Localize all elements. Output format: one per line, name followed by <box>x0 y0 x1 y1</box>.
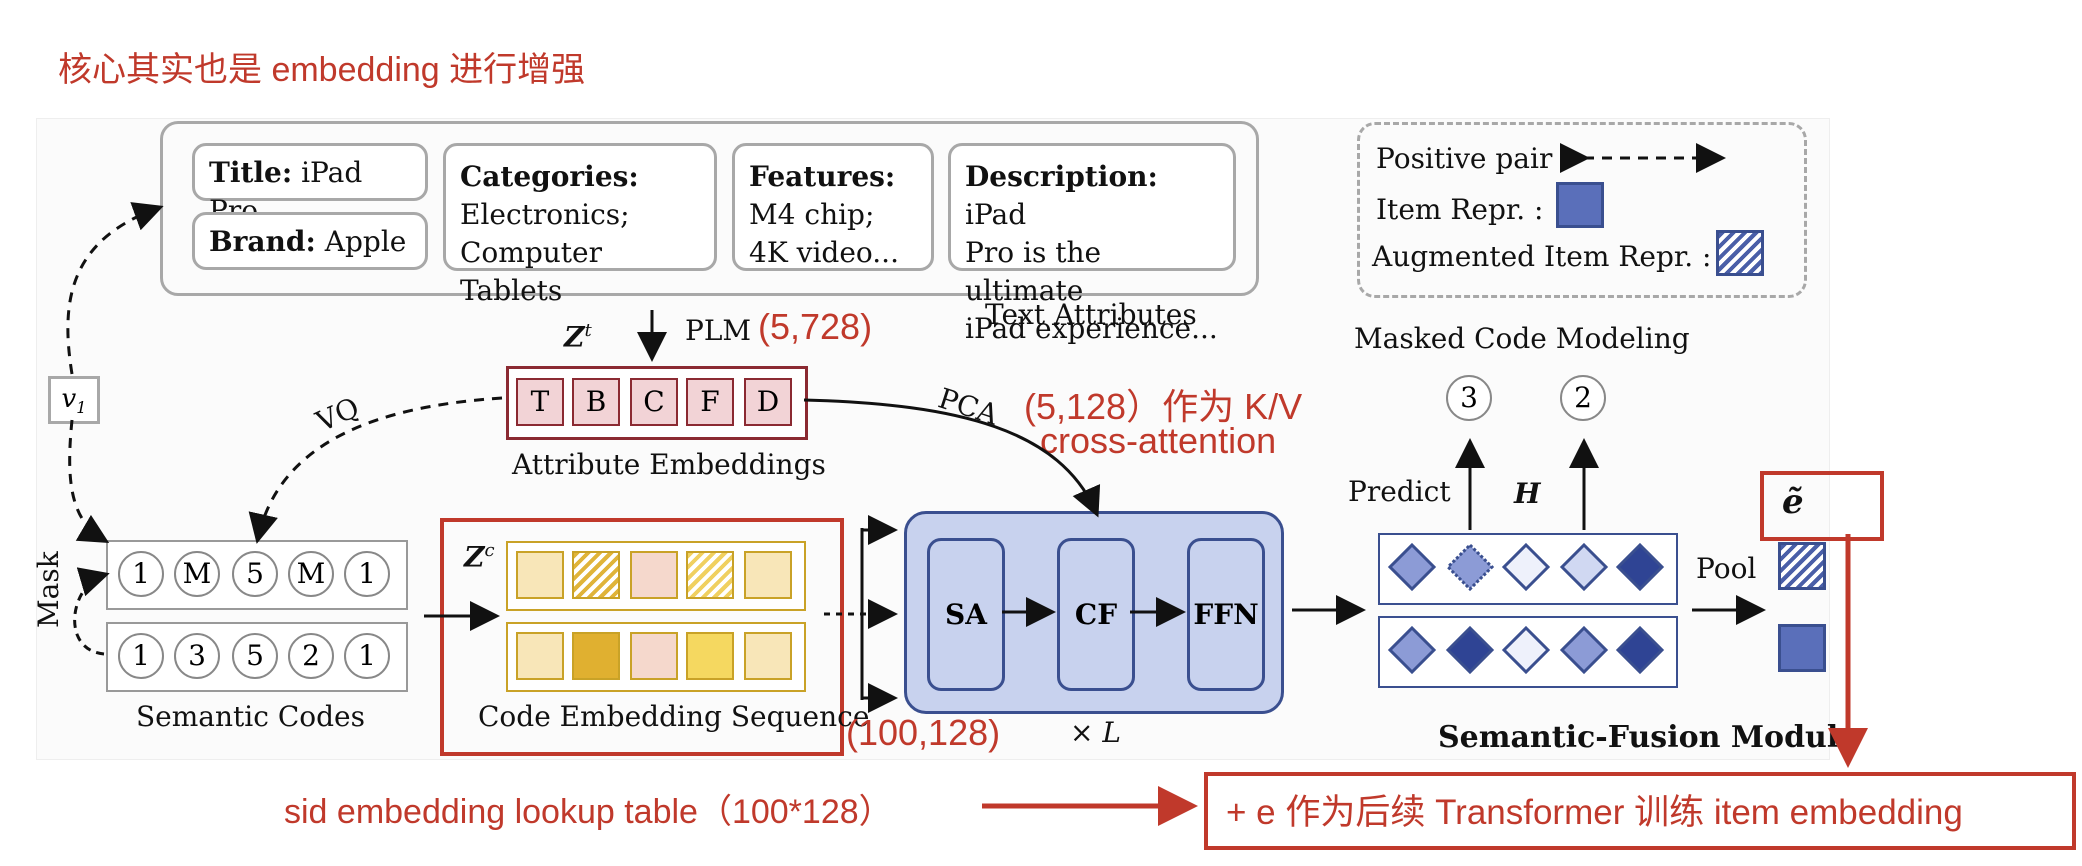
brand-attribute: Brand: Apple <box>192 212 428 270</box>
kv-annotation-line1: (5,128）作为 K/V <box>1024 386 1303 427</box>
final-annotation: + e 作为后续 Transformer 训练 item embedding <box>1226 793 1963 832</box>
semantic-codes-label: Semantic Codes <box>136 700 365 733</box>
code-embedding-highlight <box>440 518 844 756</box>
features-line1: M4 chip; <box>749 198 875 231</box>
ffn-unit: FFN <box>1187 538 1265 691</box>
description-attribute: Description: iPad Pro is the ultimate iP… <box>948 143 1236 345</box>
attribute-embeddings-label: Attribute Embeddings <box>512 448 826 481</box>
code-embedding-label: Code Embedding Sequence <box>478 700 870 733</box>
semantic-code: 2 <box>288 633 334 679</box>
legend-item-repr: Item Repr. : <box>1376 193 1544 226</box>
kv-annotation-line2: cross-attention <box>1040 420 1277 461</box>
legend-item-swatch <box>1556 182 1604 228</box>
masked-code: 5 <box>232 551 278 597</box>
categories-key: Categories: <box>460 160 639 193</box>
augmented-item-repr <box>1778 542 1826 590</box>
semantic-code: 1 <box>118 633 164 679</box>
semantic-fusion-module-label: Semantic-Fusion Module <box>1438 720 1858 755</box>
e-tilde-highlight <box>1760 471 1884 541</box>
v1-up-arrow <box>66 202 164 375</box>
attribute-token: D <box>744 378 792 426</box>
h-label: H <box>1514 477 1541 510</box>
description-line3: iPad experience... <box>965 312 1218 345</box>
embedding-cell <box>744 632 792 680</box>
predicted-code: 3 <box>1446 375 1492 421</box>
attribute-token: C <box>630 378 678 426</box>
embedding-cell <box>572 632 620 680</box>
attribute-token: B <box>572 378 620 426</box>
embedding-cell <box>630 632 678 680</box>
categories-attribute: Categories: Electronics; Computer Tablet… <box>443 143 717 307</box>
embedding-cell <box>630 551 678 599</box>
zt-label: Zt <box>564 320 592 354</box>
semantic-code: 3 <box>174 633 220 679</box>
code-shape-annotation: (100,128) <box>846 712 1001 753</box>
title-key: Title: <box>209 156 293 189</box>
text-attributes-label: Text Attributes <box>985 298 1197 331</box>
item-repr <box>1778 624 1826 672</box>
semantic-code: 1 <box>344 633 390 679</box>
final-annotation-box <box>1204 772 2076 850</box>
hidden-diamonds-bottom <box>1387 625 1665 675</box>
vq-arrow <box>248 396 503 544</box>
predicted-code: 2 <box>1560 375 1606 421</box>
categories-line2: Computer Tablets <box>460 236 602 307</box>
features-key: Features: <box>749 160 896 193</box>
cf-unit: CF <box>1057 538 1135 691</box>
pca-arrow <box>803 398 1101 518</box>
embedding-cell <box>516 551 564 599</box>
plm-shape-annotation: (5,728) <box>758 306 873 347</box>
lookup-annotation: sid embedding lookup table（100*128） <box>284 793 893 831</box>
embedding-cell <box>686 632 734 680</box>
embedding-cell-augmented <box>572 551 620 599</box>
masked-code: M <box>174 551 220 597</box>
mask-arrow <box>73 567 110 656</box>
top-annotation: 核心其实也是 embedding 进行增强 <box>58 51 586 89</box>
embedding-cell <box>516 632 564 680</box>
legend-augmented-swatch <box>1716 230 1764 276</box>
pool-label: Pool <box>1696 552 1757 585</box>
e-tilde-label: ẽ <box>1782 482 1804 522</box>
v1-down-arrow <box>68 419 110 544</box>
attribute-token: T <box>516 378 564 426</box>
description-key: Description: <box>965 160 1158 193</box>
embedding-cell-augmented <box>686 551 734 599</box>
masked-code: M <box>288 551 334 597</box>
attribute-token: F <box>686 378 734 426</box>
brand-key: Brand: <box>209 225 316 258</box>
plm-label: PLM <box>685 314 752 347</box>
v1-label: v1 <box>48 376 100 424</box>
legend-positive-pair: Positive pair : <box>1376 142 1571 175</box>
features-attribute: Features: M4 chip; 4K video... <box>732 143 934 271</box>
description-value: iPad <box>965 198 1027 231</box>
embedding-cell <box>744 551 792 599</box>
description-line2: Pro is the ultimate <box>965 236 1102 307</box>
hidden-diamonds-top <box>1387 542 1665 592</box>
masked-code: 1 <box>118 551 164 597</box>
predict-label: Predict <box>1348 475 1451 508</box>
semantic-code: 5 <box>232 633 278 679</box>
features-line2: 4K video... <box>749 236 899 269</box>
brand-value: Apple <box>315 225 407 258</box>
sa-unit: SA <box>927 538 1005 691</box>
zc-label: Zc <box>464 540 495 574</box>
masked-code: 1 <box>344 551 390 597</box>
layers-label: × L <box>1070 716 1121 749</box>
categories-line1: Electronics; <box>460 198 630 231</box>
legend <box>1357 122 1807 298</box>
masked-code-modeling-label: Masked Code Modeling <box>1354 322 1690 355</box>
transformer-block: SA CF FFN <box>904 511 1284 714</box>
legend-augmented-repr: Augmented Item Repr. : <box>1372 240 1712 273</box>
